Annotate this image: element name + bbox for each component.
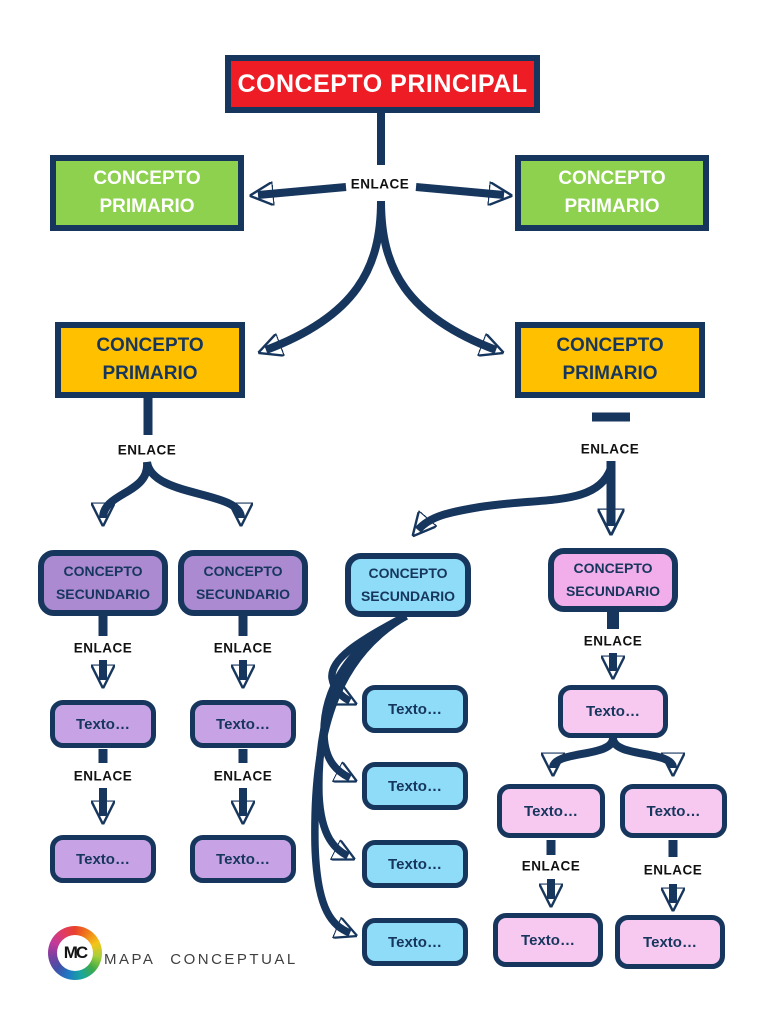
connector-pink-split-right — [609, 736, 673, 768]
brand-text: MAPA CONCEPTUAL — [104, 951, 298, 968]
node-texto-blue-4: Texto… — [362, 918, 468, 966]
node-concepto-primario-orange-right: CONCEPTO PRIMARIO — [515, 322, 705, 398]
node-label-line: PRIMARIO — [99, 196, 195, 217]
node-concepto-secundario-pink: CONCEPTO SECUNDARIO — [548, 548, 678, 612]
connector-enlace-primario-orange-left — [266, 200, 385, 350]
connector-blue-fan-4 — [311, 612, 408, 933]
node-label-line: CONCEPTO — [368, 565, 448, 581]
node-texto-purple-2b: Texto… — [190, 835, 296, 883]
node-texto-pink-top: Texto… — [558, 685, 668, 738]
enlace-label-purple1-a: ENLACE — [73, 640, 133, 656]
node-label-line: SECUNDARIO — [195, 586, 291, 602]
node-texto-purple-1b: Texto… — [50, 835, 156, 883]
connector-enlace-primario-green-right — [415, 187, 504, 195]
node-texto-pink-mid-left: Texto… — [497, 784, 605, 838]
node-label-line: PRIMARIO — [562, 363, 658, 384]
node-label-line: SECUNDARIO — [360, 588, 456, 604]
node-label-line: CONCEPTO — [573, 560, 653, 576]
node-concepto-primario-green-right: CONCEPTO PRIMARIO — [515, 155, 709, 231]
node-label-line: CONCEPTO — [93, 168, 201, 189]
logo-initials: MC — [57, 935, 93, 971]
connector-enlace-primario-green-left — [258, 187, 347, 195]
node-label-line: CONCEPTO — [556, 335, 664, 356]
node-texto-pink-mid-right: Texto… — [620, 784, 727, 838]
enlace-label-purple2-b: ENLACE — [213, 768, 273, 784]
node-label-line: SECUNDARIO — [55, 586, 151, 602]
node-texto-pink-bottom-right: Texto… — [615, 915, 725, 969]
node-label-line: CONCEPTO — [558, 168, 666, 189]
enlace-label-pink-top: ENLACE — [583, 633, 643, 649]
enlace-label-top: ENLACE — [350, 176, 410, 192]
node-concepto-primario-green-left: CONCEPTO PRIMARIO — [50, 155, 244, 231]
node-texto-purple-2a: Texto… — [190, 700, 296, 748]
connector-pink-split-left — [553, 736, 617, 768]
enlace-label-orange-left: ENLACE — [117, 442, 177, 458]
mapa-conceptual-logo-icon: MC — [48, 926, 102, 980]
connector-enlace-primario-orange-right — [377, 200, 496, 350]
node-label-line: CONCEPTO — [203, 563, 283, 579]
enlace-label-purple1-b: ENLACE — [73, 768, 133, 784]
connector-enlace-secundario-purple-1 — [103, 461, 152, 518]
enlace-label-orange-right: ENLACE — [580, 441, 640, 457]
node-texto-blue-1: Texto… — [362, 685, 468, 733]
node-label-line: CONCEPTO — [63, 563, 143, 579]
node-texto-blue-2: Texto… — [362, 762, 468, 810]
connector-enlace-secundario-purple-2 — [143, 460, 241, 518]
node-texto-purple-1a: Texto… — [50, 700, 156, 748]
connector-enlace-secundario-blue — [418, 466, 615, 530]
node-concepto-principal: CONCEPTO PRINCIPAL — [225, 55, 540, 113]
enlace-label-purple2-a: ENLACE — [213, 640, 273, 656]
enlace-label-pink-left: ENLACE — [521, 858, 581, 874]
node-label-line: PRIMARIO — [102, 363, 198, 384]
node-texto-pink-bottom-left: Texto… — [493, 913, 603, 967]
enlace-label-pink-right: ENLACE — [643, 862, 703, 878]
node-concepto-secundario-purple-2: CONCEPTO SECUNDARIO — [178, 550, 308, 616]
node-concepto-primario-orange-left: CONCEPTO PRIMARIO — [55, 322, 245, 398]
node-concepto-secundario-purple-1: CONCEPTO SECUNDARIO — [38, 550, 168, 616]
node-texto-blue-3: Texto… — [362, 840, 468, 888]
node-label-line: CONCEPTO — [96, 335, 204, 356]
node-label-line: PRIMARIO — [564, 196, 660, 217]
node-label-line: SECUNDARIO — [565, 583, 661, 599]
node-concepto-secundario-blue: CONCEPTO SECUNDARIO — [345, 553, 471, 617]
